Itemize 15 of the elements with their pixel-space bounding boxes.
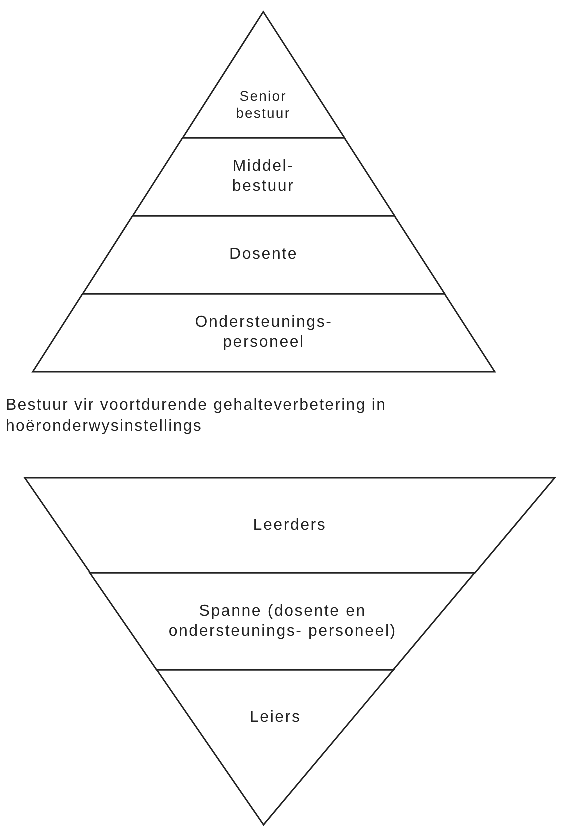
band-label: Senior bestuur [235,88,292,122]
band-label: Dosente [229,245,298,265]
pyramid-band [82,216,445,294]
pyramid-band [25,478,555,573]
pyramid-band [90,573,476,670]
band-label: Leerders [253,516,327,536]
band-label: Leiers [250,708,302,728]
pyramid-band [157,670,394,825]
band-label: Spanne (dosente en ondersteunings- personeel) [168,602,398,642]
pyramid-band [33,294,495,372]
pyramid-band [182,12,344,138]
band-label: Ondersteunings- personeel [194,313,334,353]
pyramid-band [132,138,394,216]
band-label: Middel- bestuur [231,157,296,197]
caption: Bestuur vir voortdurende gehalteverbetering in hoëronderwysinstellings [6,396,388,437]
